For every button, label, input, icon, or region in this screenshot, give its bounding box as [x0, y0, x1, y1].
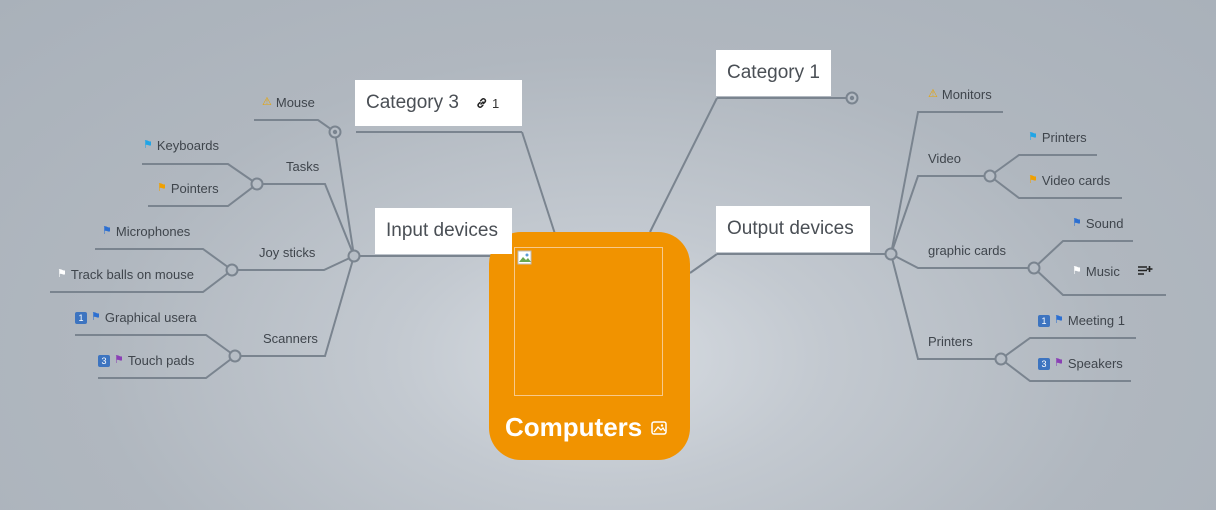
node-joy-sticks[interactable]: Joy sticks	[259, 245, 316, 260]
flag-icon: ⚑	[1054, 314, 1064, 326]
priority-3-icon: 3	[1038, 357, 1050, 370]
node-tasks[interactable]: Tasks	[286, 159, 320, 174]
link-icon[interactable]	[475, 96, 489, 110]
node-printers-video[interactable]: ⚑ Printers	[1028, 130, 1087, 145]
node-music[interactable]: ⚑ Music	[1072, 264, 1120, 279]
flag-icon: ⚑	[143, 139, 153, 151]
node-touch-pads[interactable]: 3 ⚑ Touch pads	[98, 353, 194, 368]
node-speakers[interactable]: 3 ⚑ Speakers	[1038, 356, 1123, 371]
image-icon[interactable]	[651, 421, 667, 435]
priority-1-icon: 1	[1038, 314, 1050, 327]
flag-icon: ⚑	[157, 182, 167, 194]
central-image	[514, 247, 663, 396]
node-monitors[interactable]: ⚠ Monitors	[928, 87, 992, 102]
central-title: Computers	[505, 412, 643, 442]
node-graphical-usera[interactable]: 1 ⚑ Graphical usera	[75, 310, 197, 325]
topic-input-devices-label: Input devices	[386, 220, 498, 241]
flag-icon: ⚑	[1028, 131, 1038, 143]
flag-icon: ⚑	[57, 268, 67, 280]
topic-input-devices[interactable]: Input devices	[375, 208, 512, 254]
node-graphic-cards[interactable]: graphic cards	[928, 243, 1007, 258]
topic-output-devices-label: Output devices	[727, 218, 854, 239]
broken-image-icon	[517, 250, 532, 265]
node-printers[interactable]: Printers	[928, 334, 973, 349]
flag-icon: ⚑	[1028, 174, 1038, 186]
flag-icon: ⚑	[114, 354, 124, 366]
priority-1-icon: 1	[75, 311, 87, 324]
node-video[interactable]: Video	[928, 151, 962, 166]
topic-category-3-label: Category 3	[366, 92, 459, 113]
notes-icon[interactable]	[1137, 264, 1153, 278]
node-sound[interactable]: ⚑ Sound	[1072, 216, 1124, 231]
node-scanners[interactable]: Scanners	[263, 331, 318, 346]
node-video-cards[interactable]: ⚑ Video cards	[1028, 173, 1111, 188]
warning-icon: ⚠	[262, 96, 272, 108]
flag-icon: ⚑	[91, 311, 101, 323]
node-microphones[interactable]: ⚑ Microphones	[102, 224, 191, 239]
topic-output-devices[interactable]: Output devices	[716, 206, 870, 252]
node-pointers[interactable]: ⚑ Pointers	[157, 181, 219, 196]
flag-icon: ⚑	[1072, 265, 1082, 277]
flag-icon: ⚑	[1072, 217, 1082, 229]
warning-icon: ⚠	[928, 88, 938, 100]
topic-category-1-label: Category 1	[727, 62, 820, 83]
node-meeting-1[interactable]: 1 ⚑ Meeting 1	[1038, 313, 1125, 328]
node-mouse[interactable]: ⚠ Mouse	[262, 95, 315, 110]
topic-category-1[interactable]: Category 1	[716, 50, 831, 96]
node-track-balls[interactable]: ⚑ Track balls on mouse	[57, 267, 194, 282]
topic-category-3[interactable]: Category 3 1	[355, 80, 522, 126]
central-topic[interactable]: Computers	[489, 232, 690, 460]
link-count: 1	[491, 95, 500, 111]
flag-icon: ⚑	[1054, 357, 1064, 369]
priority-3-icon: 3	[98, 354, 110, 367]
node-keyboards[interactable]: ⚑ Keyboards	[143, 138, 220, 153]
flag-icon: ⚑	[102, 225, 112, 237]
